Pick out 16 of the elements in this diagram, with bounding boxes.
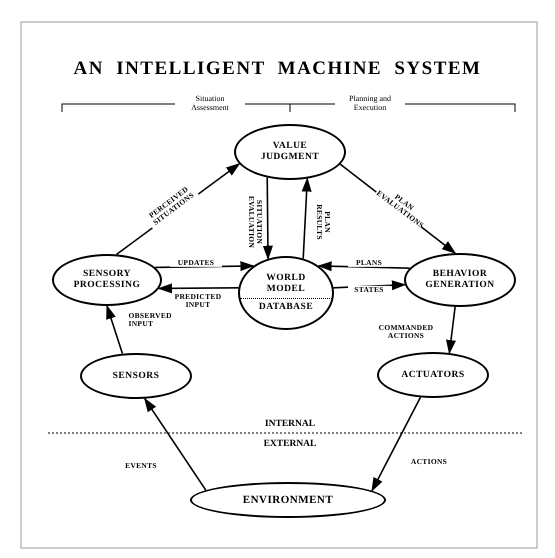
node-label: BEHAVIOR GENERATION (424, 269, 496, 291)
node-label: SENSORY PROCESSING (72, 269, 142, 291)
arrow (317, 261, 410, 272)
node-label: DATABASE (258, 302, 314, 313)
arrow (446, 306, 456, 354)
arrow (144, 398, 206, 491)
node-label: VALUE JUDGMENT (260, 141, 320, 163)
node-label: WORLD MODEL (265, 273, 307, 295)
title: AN INTELLIGENT MACHINE SYSTEM (72, 58, 482, 80)
node-label: ACTUATORS (401, 370, 465, 380)
arrow (106, 304, 124, 354)
arrow (302, 177, 312, 258)
arrow (155, 261, 255, 272)
node-label: SENSORS (112, 370, 160, 382)
node-label: ENVIRONMENT (242, 494, 334, 506)
arrow (371, 397, 422, 492)
